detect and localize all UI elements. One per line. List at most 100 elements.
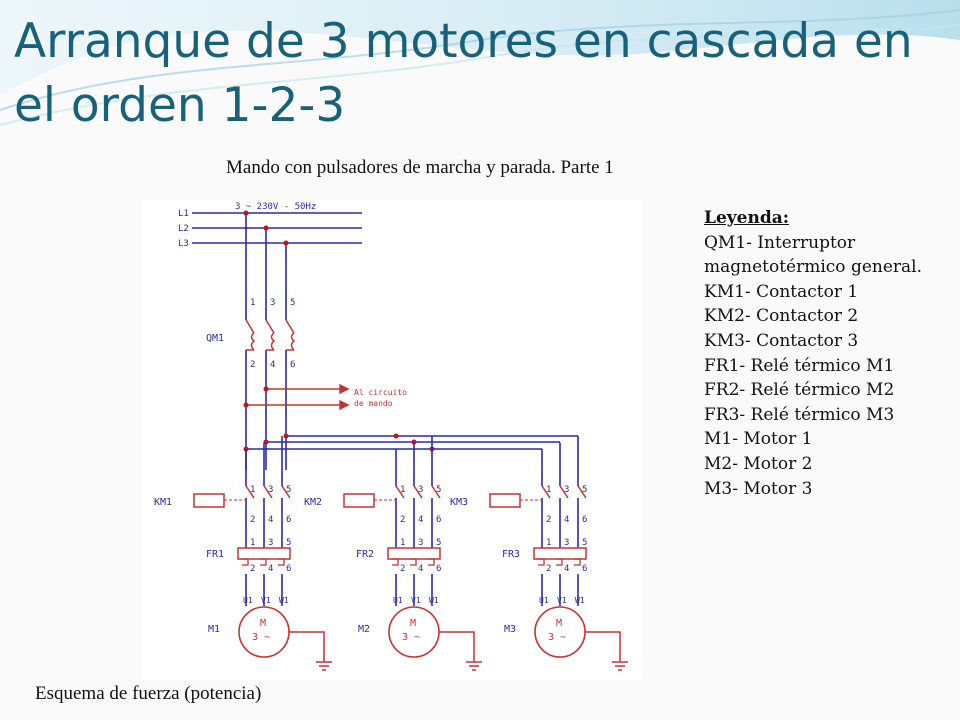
contactor-contact [431,485,441,499]
motor-terminal-label: V1 [411,596,421,605]
qm1-terminal-5: 5 [290,298,295,308]
contactor-contact [395,485,405,499]
contactor-terminal-top: 5 [582,485,587,495]
contactor-terminal-bottom: 4 [268,515,273,525]
control-tap [246,383,350,411]
motor-letter: M [260,618,266,629]
relay-terminal-bottom: 6 [436,564,441,574]
motor-terminal-label: V1 [261,596,271,605]
contactor-terminal-top: 1 [400,485,405,495]
relay-terminal-bottom: 2 [546,564,551,574]
relay-terminal-top: 3 [268,538,273,548]
relay-label: FR1 [206,549,224,560]
motor-terminal-label: U1 [243,596,253,605]
qm1-terminal-2: 2 [250,360,255,370]
ground-wire [289,631,325,662]
control-note-line2: de mando [354,399,393,408]
line-label-l2: L2 [178,224,189,234]
motor-terminal-label: W1 [279,596,289,605]
supply-label: 3 ~ 230V - 50Hz [235,202,316,212]
qm1-terminal-3: 3 [270,298,275,308]
contactor-terminal-top: 3 [268,485,273,495]
motor-label: M2 [358,624,370,635]
contactor-contact [577,485,587,499]
legend-item: KM2- Contactor 2 [704,306,859,327]
relay-terminal-top: 3 [418,538,423,548]
relay-terminal-bottom: 4 [564,564,569,574]
ground-icon [466,661,482,671]
motor-letter: M [410,618,416,629]
relay-terminal-top: 5 [582,538,587,548]
legend-item: FR1- Relé térmico M1 [704,355,895,376]
relay-label: FR2 [356,549,374,560]
motor-terminal-label: W1 [575,596,585,605]
contactor-label: KM2 [304,497,322,508]
legend: Leyenda: QM1- Interruptor magnetotérmico… [704,206,944,501]
ground-icon [316,661,332,671]
relay-terminal-top: 1 [250,538,255,548]
contactor-label: KM3 [450,497,468,508]
qm1-terminal-1: 1 [250,298,255,308]
relay-terminal-top: 5 [286,538,291,548]
relay-terminal-bottom: 6 [286,564,291,574]
motor-terminal-label: U1 [539,596,549,605]
contactor-label: KM1 [154,497,172,508]
thermal-element [392,558,435,566]
relay-terminal-bottom: 2 [250,564,255,574]
legend-item: FR3- Relé térmico M3 [704,404,895,425]
contactor-contact [263,485,273,499]
thermal-element [538,558,581,566]
ground-wire [585,631,621,662]
legend-item: KM1- Contactor 1 [704,281,859,302]
legend-title: Leyenda: [704,208,789,228]
motor-label: M3 [504,624,516,635]
contactor-terminal-top: 1 [546,485,551,495]
legend-item: FR2- Relé térmico M2 [704,380,895,401]
motor-terminal-label: V1 [557,596,567,605]
legend-item: M2- Motor 2 [704,453,813,474]
contactor-contact [281,485,291,499]
relay-label: FR3 [502,549,520,560]
contactor-contact [413,485,423,499]
contactor-contact [541,485,551,499]
contactor-terminal-top: 3 [564,485,569,495]
contactor-terminal-bottom: 2 [546,515,551,525]
contactor-terminal-bottom: 6 [286,515,291,525]
header-wave-background [0,0,960,126]
contactor-terminal-bottom: 2 [400,515,405,525]
motor-phase: 3 ~ [402,632,420,643]
slide-subtitle: Mando con pulsadores de marcha y parada.… [226,157,614,178]
diagram-caption: Esquema de fuerza (potencia) [35,683,262,704]
contactor-terminal-bottom: 2 [250,515,255,525]
contactor-terminal-bottom: 6 [582,515,587,525]
legend-item: M3- Motor 3 [704,478,813,499]
relay-terminal-bottom: 6 [582,564,587,574]
motor-phase: 3 ~ [548,632,566,643]
contactor-terminal-top: 5 [286,485,291,495]
line-label-l1: L1 [178,209,189,219]
thermal-element [242,558,285,566]
relay-terminal-bottom: 2 [400,564,405,574]
relay-terminal-bottom: 4 [268,564,273,574]
contactor-terminal-bottom: 4 [564,515,569,525]
breaker-label: QM1 [206,333,224,344]
breaker-qm1 [245,319,296,351]
relay-terminal-top: 3 [564,538,569,548]
relay-terminal-top: 1 [400,538,405,548]
motor-label: M1 [208,624,220,635]
contactor-terminal-top: 1 [250,485,255,495]
motor-letter: M [556,618,562,629]
relay-terminal-top: 5 [436,538,441,548]
supply-bus [192,212,362,244]
motor-terminal-label: U1 [393,596,403,605]
relay-terminal-top: 1 [546,538,551,548]
line-label-l3: L3 [178,239,189,249]
motor-terminal-label: W1 [429,596,439,605]
qm1-terminal-4: 4 [270,360,275,370]
contactor-terminal-bottom: 4 [418,515,423,525]
qm1-terminal-6: 6 [290,360,295,370]
contactor-terminal-top: 5 [436,485,441,495]
motor-phase: 3 ~ [252,632,270,643]
contactor-terminal-top: 3 [418,485,423,495]
